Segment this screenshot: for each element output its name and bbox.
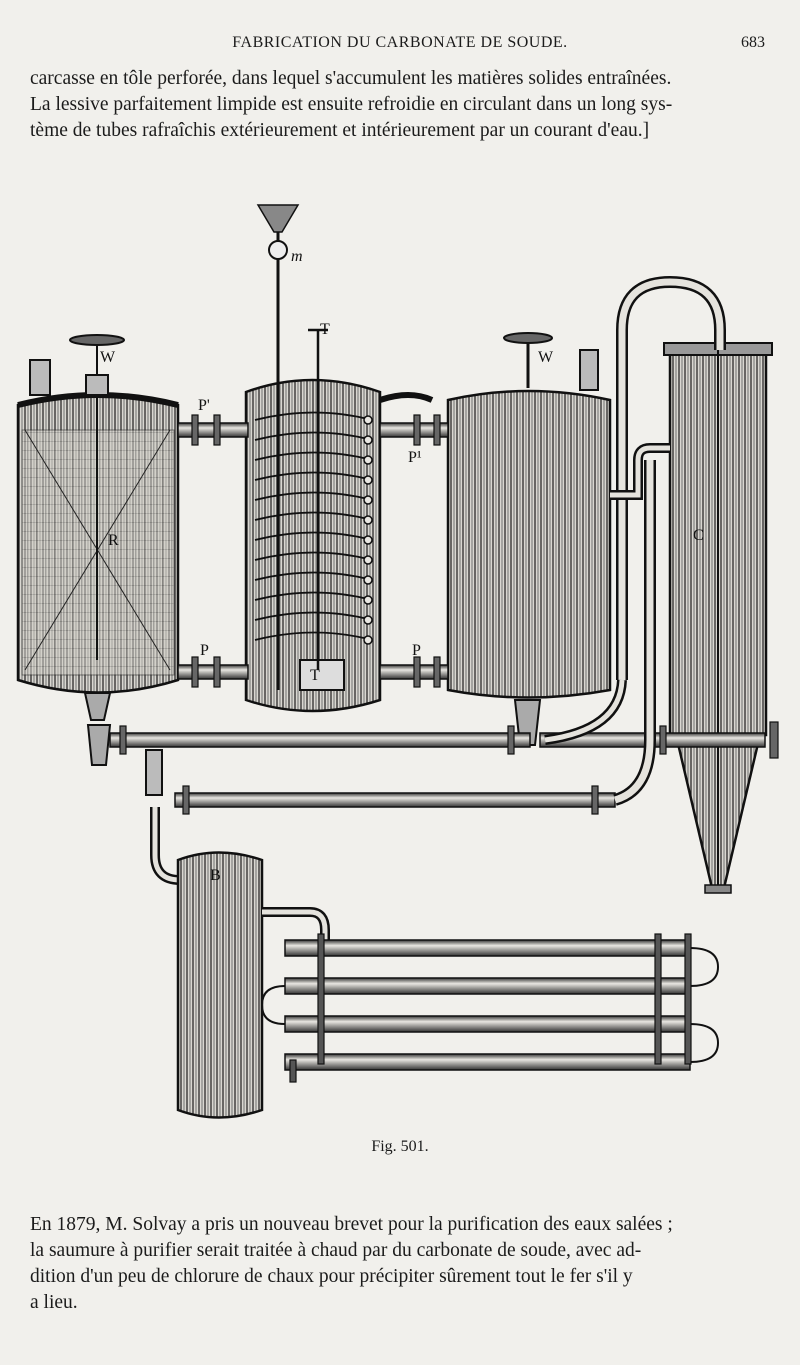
header-title: FABRICATION DU CARBONATE DE SOUDE. bbox=[232, 34, 568, 51]
paragraph-line: la saumure à purifier serait traitée à c… bbox=[30, 1240, 642, 1261]
engraving-figure: W W R C B m T T P' P¹ P P bbox=[0, 195, 800, 1135]
label-p1: P¹ bbox=[408, 449, 422, 466]
paragraph-line: dition d'un peu de chlorure de chaux pou… bbox=[30, 1266, 633, 1287]
coil-vessel bbox=[244, 204, 382, 713]
upper-pipes bbox=[177, 275, 726, 688]
tank-b bbox=[176, 851, 330, 1119]
paragraph-bottom: En 1879, M. Solvay a pris un nouveau bre… bbox=[30, 1212, 765, 1316]
vessel-w-right bbox=[446, 332, 612, 746]
vessel-r bbox=[16, 334, 180, 721]
label-m: m bbox=[291, 248, 303, 265]
label-t-bottom: T bbox=[310, 667, 320, 684]
tube-cooler bbox=[260, 933, 720, 1083]
label-w-left: W bbox=[100, 349, 116, 366]
apparatus-illustration: W W R C B m T T P' P¹ P P bbox=[16, 204, 779, 1119]
running-header: FABRICATION DU CARBONATE DE SOUDE. 683 bbox=[0, 34, 800, 58]
lower-pipes bbox=[86, 460, 779, 885]
figure-caption: Fig. 501. bbox=[371, 1138, 429, 1155]
label-p-left: P bbox=[200, 642, 209, 659]
label-p-right: P bbox=[412, 642, 421, 659]
figure-labels: W W R C B m T T P' P¹ P P bbox=[100, 248, 704, 884]
paragraph-top: carcasse en tôle perforée, dans lequel s… bbox=[30, 66, 765, 144]
page-number: 683 bbox=[741, 34, 765, 51]
label-c: C bbox=[693, 527, 704, 544]
label-b: B bbox=[210, 867, 221, 884]
label-w-right: W bbox=[538, 349, 554, 366]
paragraph-line: carcasse en tôle perforée, dans lequel s… bbox=[30, 68, 672, 89]
label-p-prime: P' bbox=[198, 397, 210, 414]
paragraph-line: tème de tubes rafraîchis extérieurement … bbox=[30, 120, 650, 141]
paragraph-line: a lieu. bbox=[30, 1292, 78, 1313]
paragraph-line: En 1879, M. Solvay a pris un nouveau bre… bbox=[30, 1214, 673, 1235]
label-r: R bbox=[108, 532, 119, 549]
paragraph-line: La lessive parfaitement limpide est ensu… bbox=[30, 94, 673, 115]
label-t-top: T bbox=[320, 321, 330, 338]
column-c bbox=[663, 330, 773, 894]
